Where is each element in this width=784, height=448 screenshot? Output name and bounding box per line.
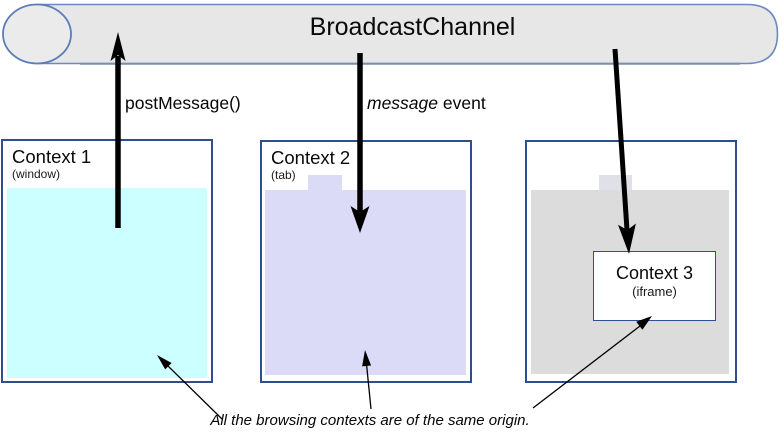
channel-title: BroadcastChannel xyxy=(309,13,516,41)
context3-box: Context 3 (iframe) xyxy=(525,140,737,383)
context2-subtitle: (tab) xyxy=(271,167,296,182)
context3-title: Context 3 xyxy=(615,263,694,283)
context2-title: Context 2 xyxy=(271,147,351,168)
origin-annotation: All the browsing contexts are of the sam… xyxy=(210,412,530,429)
context2-box: Context 2 (tab) xyxy=(260,140,472,383)
context1-box: Context 1 (window) xyxy=(1,139,213,383)
message-event-label-rest: event xyxy=(438,93,486,113)
postmessage-label: postMessage() xyxy=(125,93,241,113)
cylinder-left-cap xyxy=(2,3,72,65)
context1-title: Context 1 xyxy=(12,146,92,167)
context3-subtitle: (iframe) xyxy=(632,284,677,299)
broadcast-channel-cylinder xyxy=(2,3,779,65)
context3-tab-shape xyxy=(599,175,632,191)
context3-iframe-box: Context 3 (iframe) xyxy=(593,251,716,321)
context1-subtitle: (window) xyxy=(12,166,61,181)
message-event-label-em: message xyxy=(367,93,439,113)
message-event-label: message event xyxy=(367,93,486,114)
context2-viewport xyxy=(265,190,466,375)
cylinder-body xyxy=(36,3,779,65)
context2-tab-shape xyxy=(308,175,342,191)
context1-viewport xyxy=(7,188,207,378)
